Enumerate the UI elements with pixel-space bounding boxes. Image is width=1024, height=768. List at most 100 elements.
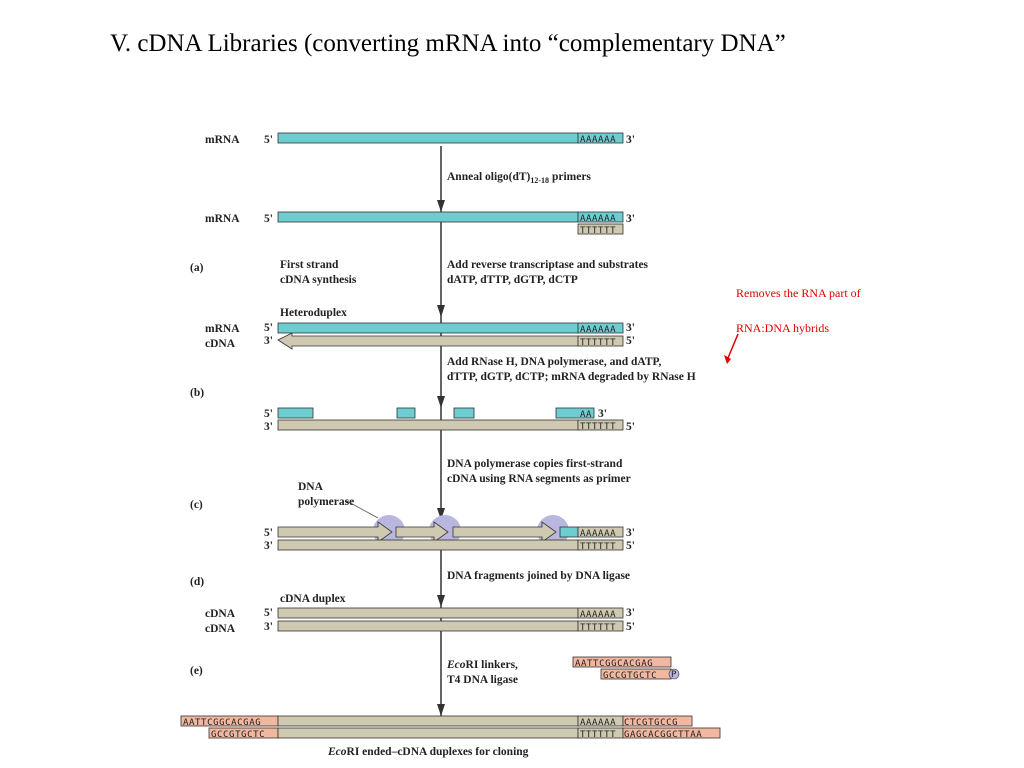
step-ecori-2: T4 DNA ligase (447, 674, 518, 686)
step-polymerase-2: cDNA using RNA segments as primer (447, 473, 631, 485)
rna-primer-tail-5 (559, 526, 579, 538)
step-ecori-1: EcoRI linkers, (446, 659, 518, 671)
three-prime-4b: 3' (264, 421, 273, 433)
polyt-seq-6: TTTTTT (580, 623, 616, 633)
three-prime-4: 3' (598, 408, 607, 420)
cdna-strand-4 (277, 419, 579, 431)
linker-top-seq: AATTCGGCACGAG (575, 659, 653, 669)
three-prime-6b: 3' (264, 621, 273, 633)
annotation-line-1: Removes the RNA part of (736, 286, 861, 300)
three-prime-5b: 3' (264, 540, 273, 552)
arrowhead-3 (437, 396, 445, 408)
polya-seq-3: AAAAAA (580, 325, 616, 335)
panel-c: (c) (190, 499, 203, 511)
polya-seq-5: AAAAAA (580, 529, 616, 539)
five-prime-5: 5' (264, 527, 273, 539)
diagram-caption: EcoRI ended–cDNA duplexes for cloning (327, 746, 529, 758)
right-linker-top-seq: CTCGTGCCG (624, 718, 678, 728)
arrowhead-4 (437, 508, 445, 520)
mrna-strand-2 (277, 211, 579, 223)
second-strand-segment-2 (395, 521, 449, 543)
step-anneal: Anneal oligo(dT)12-18 primers (447, 171, 591, 185)
panel-d: (d) (190, 576, 204, 588)
final-top-strand (277, 715, 579, 727)
polya-short-seq: AA (580, 410, 592, 420)
step-ligase: DNA fragments joined by DNA ligase (447, 570, 630, 582)
panel-a: (a) (190, 262, 204, 274)
mrna-strand-1 (277, 132, 579, 144)
panel-e: (e) (190, 665, 203, 677)
oligo-dt-primer (577, 223, 624, 235)
cdna-label-3: cDNA (205, 338, 236, 350)
cdna-label-6b: cDNA (205, 623, 236, 635)
heteroduplex-label: Heteroduplex (280, 307, 347, 319)
five-prime-6b: 5' (626, 621, 635, 633)
cdna-duplex-label: cDNA duplex (280, 593, 346, 605)
step-rnaseh-2: dTTP, dGTP, dCTP; mRNA degraded by RNase… (447, 371, 696, 383)
final-polya-seq: AAAAAA (580, 718, 616, 728)
polyt-seq-2: TTTTTT (580, 226, 616, 236)
mrna-label-1: mRNA (205, 134, 240, 146)
five-prime-2: 5' (264, 213, 273, 225)
rna-fragment-1 (277, 407, 314, 419)
polya-box-3 (577, 322, 624, 334)
cdna-strand-5 (277, 539, 579, 551)
linker-top-box (572, 656, 672, 668)
final-polyt-seq: TTTTTT (580, 730, 616, 740)
linker-bottom-seq: GCCGTGCTC (603, 671, 657, 681)
right-linker-bottom (622, 727, 721, 739)
dna-polymerase-label-2: polymerase (298, 496, 354, 508)
polya-seq-6: AAAAAA (580, 610, 616, 620)
cdna-bottom-strand-6 (277, 620, 579, 632)
annotation-arrow (727, 333, 739, 359)
cdna-top-strand-6 (277, 607, 579, 619)
polya-box-1 (577, 132, 624, 144)
right-linker-bottom-seq: GAGCACGGCTTAA (624, 730, 702, 740)
three-prime-6: 3' (626, 607, 635, 619)
annotation-arrowhead (724, 355, 731, 364)
cdna-label-6a: cDNA (205, 608, 236, 620)
arrowhead-6 (437, 704, 445, 716)
arrowhead-1 (437, 200, 445, 212)
first-strand-label-2: cDNA synthesis (280, 274, 357, 286)
three-prime-2: 3' (626, 213, 635, 225)
step-polymerase-1: DNA polymerase copies first-strand (447, 458, 623, 470)
three-prime-5: 3' (626, 527, 635, 539)
polyt-seq-3: TTTTTT (580, 338, 616, 348)
first-strand-label-1: First strand (280, 259, 339, 271)
polyt-box-5 (577, 539, 624, 551)
polya-seq-1: AAAAAA (580, 135, 616, 145)
five-prime-3b: 5' (626, 335, 635, 347)
rna-fragment-4 (555, 407, 595, 419)
polyt-seq-5: TTTTTT (580, 542, 616, 552)
second-strand-segment-3 (452, 521, 557, 543)
polyt-box-3 (577, 335, 624, 347)
final-bottom-strand (277, 727, 579, 739)
polya-box-5 (577, 526, 624, 538)
arrowhead-2 (437, 305, 445, 317)
mrna-label-3: mRNA (205, 323, 240, 335)
cdna-first-strand-arrow (277, 332, 579, 350)
polymerase-pointer (344, 499, 379, 519)
polya-seq-2: AAAAAA (580, 214, 616, 224)
phosphate-label: P (671, 670, 677, 680)
five-prime-1: 5' (264, 134, 273, 146)
polyt-box-6 (577, 620, 624, 632)
panel-b: (b) (190, 387, 204, 399)
phosphate-badge (668, 668, 680, 680)
polya-box-2 (577, 211, 624, 223)
polya-box-6 (577, 607, 624, 619)
slide-title: V. cDNA Libraries (converting mRNA into … (110, 30, 786, 57)
three-prime-3b: 3' (264, 335, 273, 347)
polyt-seq-4: TTTTTT (580, 422, 616, 432)
dna-polymerase-label-1: DNA (298, 481, 324, 493)
five-prime-5b: 5' (626, 540, 635, 552)
five-prime-6: 5' (264, 607, 273, 619)
five-prime-4: 5' (264, 408, 273, 420)
left-linker-top-seq: AATTCGGCACGAG (183, 718, 261, 728)
mrna-strand-3 (277, 322, 579, 334)
arrowhead-5 (437, 595, 445, 607)
step-rt-1: Add reverse transcriptase and substrates (447, 259, 649, 271)
rna-fragment-2 (396, 407, 416, 419)
